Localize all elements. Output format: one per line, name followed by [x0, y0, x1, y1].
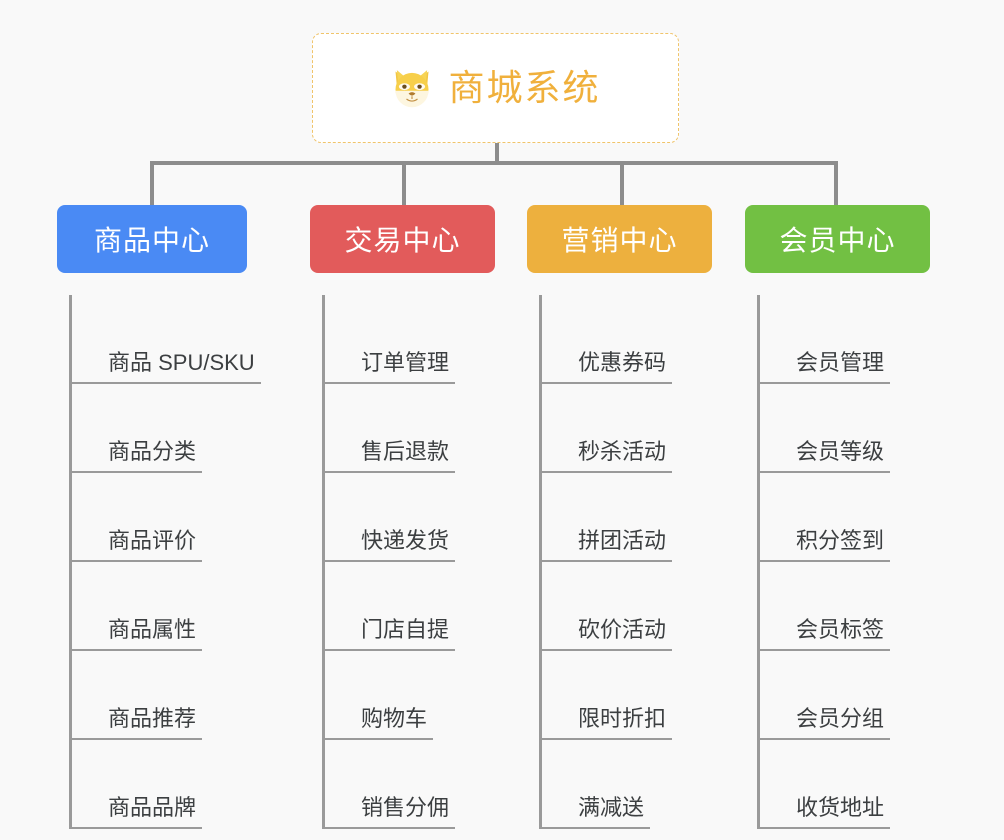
leaf-label: 购物车 [325, 706, 434, 740]
category-column-2: 交易中心 订单管理 售后退款 快递发货 门店自提 购物车 销售分佣 [310, 205, 495, 829]
list-item[interactable]: 售后退款 [325, 384, 495, 473]
list-item[interactable]: 拼团活动 [542, 473, 712, 562]
list-item[interactable]: 订单管理 [325, 295, 495, 384]
leaf-label: 会员等级 [760, 439, 891, 473]
category-header-4[interactable]: 会员中心 [745, 205, 930, 273]
leaf-label: 售后退款 [325, 439, 456, 473]
leaf-label: 订单管理 [325, 350, 456, 384]
leaf-label: 商品推荐 [72, 706, 203, 740]
leaf-label: 限时折扣 [542, 706, 673, 740]
category-column-3: 营销中心 优惠券码 秒杀活动 拼团活动 砍价活动 限时折扣 满减送 [527, 205, 712, 829]
list-item[interactable]: 会员等级 [760, 384, 930, 473]
connector-drop-4 [834, 161, 838, 205]
list-item[interactable]: 会员标签 [760, 562, 930, 651]
list-item[interactable]: 门店自提 [325, 562, 495, 651]
list-item[interactable]: 会员管理 [760, 295, 930, 384]
list-item[interactable]: 销售分佣 [325, 740, 495, 829]
list-item[interactable]: 商品评价 [72, 473, 247, 562]
list-item[interactable]: 商品 SPU/SKU [72, 295, 261, 384]
category-header-1[interactable]: 商品中心 [57, 205, 247, 273]
leaf-list-1: 商品 SPU/SKU 商品分类 商品评价 商品属性 商品推荐 商品品牌 [69, 295, 261, 829]
list-item[interactable]: 快递发货 [325, 473, 495, 562]
list-item[interactable]: 优惠券码 [542, 295, 712, 384]
connector-horizontal-bus [150, 161, 838, 165]
leaf-label: 会员分组 [760, 706, 891, 740]
leaf-label: 秒杀活动 [542, 439, 673, 473]
category-column-4: 会员中心 会员管理 会员等级 积分签到 会员标签 会员分组 收货地址 [745, 205, 930, 829]
list-item[interactable]: 限时折扣 [542, 651, 712, 740]
connector-drop-2 [402, 161, 406, 205]
connector-root-stem [495, 143, 499, 165]
connector-drop-3 [620, 161, 624, 205]
leaf-label: 收货地址 [760, 795, 891, 829]
leaf-label: 拼团活动 [542, 528, 673, 562]
list-item[interactable]: 商品分类 [72, 384, 247, 473]
leaf-list-3: 优惠券码 秒杀活动 拼团活动 砍价活动 限时折扣 满减送 [539, 295, 712, 829]
leaf-label: 商品属性 [72, 617, 203, 651]
category-header-2[interactable]: 交易中心 [310, 205, 495, 273]
list-item[interactable]: 会员分组 [760, 651, 930, 740]
leaf-label: 积分签到 [760, 528, 891, 562]
list-item[interactable]: 积分签到 [760, 473, 930, 562]
leaf-label: 商品分类 [72, 439, 203, 473]
root-title: 商城系统 [448, 67, 601, 108]
leaf-label: 门店自提 [325, 617, 456, 651]
leaf-label: 快递发货 [325, 528, 456, 562]
shiba-dog-icon [395, 70, 429, 108]
leaf-label: 会员管理 [760, 350, 891, 384]
list-item[interactable]: 砍价活动 [542, 562, 712, 651]
connector-drop-1 [150, 161, 154, 205]
list-item[interactable]: 商品品牌 [72, 740, 247, 829]
category-column-1: 商品中心 商品 SPU/SKU 商品分类 商品评价 商品属性 商品推荐 商品品牌 [57, 205, 261, 829]
leaf-label: 商品品牌 [72, 795, 203, 829]
leaf-label: 满减送 [542, 795, 651, 829]
category-header-3[interactable]: 营销中心 [527, 205, 712, 273]
leaf-label: 商品 SPU/SKU [72, 350, 261, 384]
root-node[interactable]: 商城系统 [312, 33, 679, 143]
list-item[interactable]: 收货地址 [760, 740, 930, 829]
leaf-list-4: 会员管理 会员等级 积分签到 会员标签 会员分组 收货地址 [757, 295, 930, 829]
list-item[interactable]: 商品属性 [72, 562, 247, 651]
leaf-label: 商品评价 [72, 528, 203, 562]
leaf-list-2: 订单管理 售后退款 快递发货 门店自提 购物车 销售分佣 [322, 295, 495, 829]
list-item[interactable]: 商品推荐 [72, 651, 247, 740]
leaf-label: 销售分佣 [325, 795, 456, 829]
leaf-label: 会员标签 [760, 617, 891, 651]
leaf-label: 砍价活动 [542, 617, 673, 651]
leaf-label: 优惠券码 [542, 350, 673, 384]
list-item[interactable]: 满减送 [542, 740, 712, 829]
list-item[interactable]: 购物车 [325, 651, 495, 740]
list-item[interactable]: 秒杀活动 [542, 384, 712, 473]
